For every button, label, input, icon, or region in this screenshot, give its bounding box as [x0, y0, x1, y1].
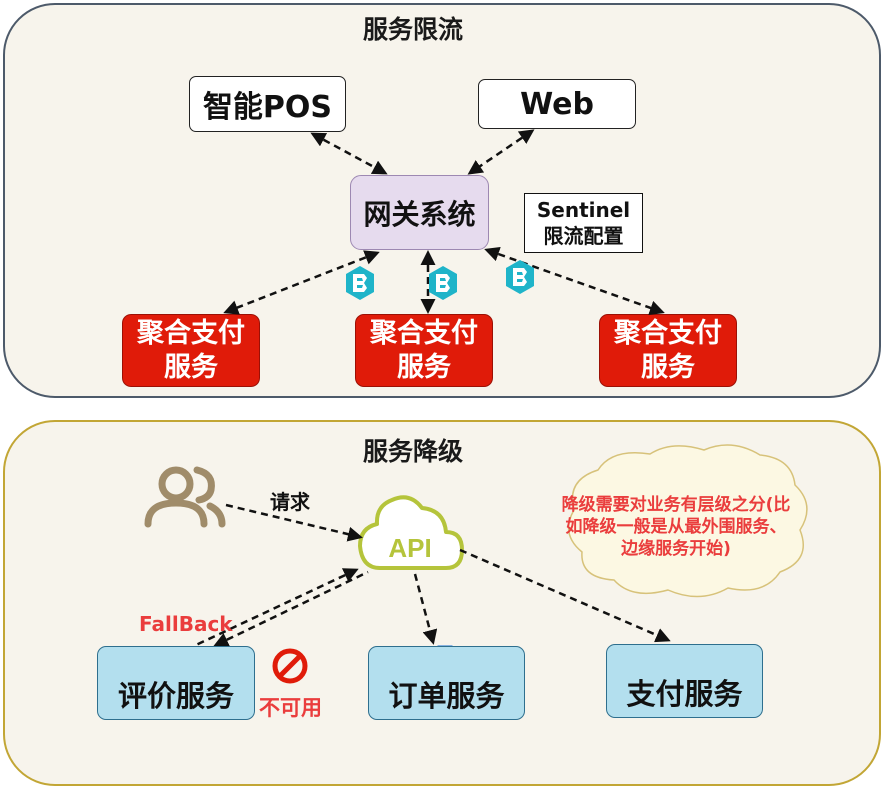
- aggregate-payment-service-2: 聚合支付 服务: [355, 314, 493, 387]
- gateway-box: 网关系统: [350, 175, 489, 250]
- service-3-line2: 服务: [641, 351, 695, 383]
- sentinel-note-line2: 限流配置: [543, 224, 624, 248]
- service-2-line1: 聚合支付: [370, 317, 478, 349]
- aggregate-payment-service-3: 聚合支付 服务: [599, 314, 737, 387]
- comment-service-label: 评价服务: [117, 679, 234, 713]
- service-2-line2: 服务: [397, 351, 451, 383]
- degradation-panel: [3, 420, 881, 786]
- service-1-line1: 聚合支付: [137, 317, 245, 349]
- sentinel-config-note: Sentinel 限流配置: [524, 193, 643, 253]
- web-box: Web: [478, 79, 636, 129]
- smart-pos-box: 智能POS: [189, 76, 346, 132]
- service-1-line2: 服务: [164, 351, 218, 383]
- order-service-box: 订单服务: [368, 646, 525, 720]
- cloud-note: 降级需要对业务有层级之分(比如降级一般是从最外围服务、边缘服务开始): [561, 495, 791, 559]
- sentinel-note-line1: Sentinel: [536, 198, 631, 222]
- order-service-label: 订单服务: [388, 679, 505, 713]
- unavailable-label: 不可用: [259, 696, 322, 720]
- aggregate-payment-service-1: 聚合支付 服务: [122, 314, 260, 387]
- rate-limit-title: 服务限流: [362, 15, 464, 44]
- comment-service-box: 评价服务: [97, 646, 255, 720]
- payment-service-box: 支付服务: [606, 644, 763, 718]
- request-label: 请求: [270, 490, 310, 514]
- service-3-line1: 聚合支付: [614, 317, 722, 349]
- fallback-label: FallBack: [139, 612, 233, 636]
- degradation-title: 服务降级: [362, 437, 464, 466]
- payment-service-label: 支付服务: [626, 677, 743, 711]
